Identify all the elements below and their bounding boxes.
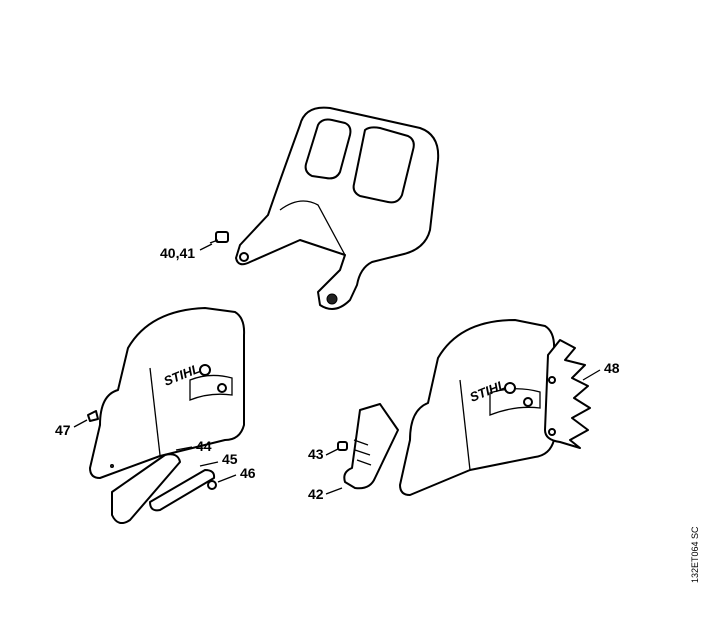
spike-bar-48: [544, 339, 591, 449]
label-48: 48: [604, 360, 620, 376]
screw-43: [337, 441, 348, 451]
label-45: 45: [222, 451, 238, 467]
sprocket-cover-left: STIHL: [89, 307, 246, 479]
label-42: 42: [308, 486, 324, 502]
hand-guard: [235, 106, 440, 310]
sprocket-cover-right: STIHL: [399, 319, 556, 496]
label-46: 46: [240, 465, 256, 481]
screw-40-41: [209, 231, 229, 244]
chain-catcher-42: [343, 403, 399, 490]
plate-44: [111, 453, 181, 525]
label-43: 43: [308, 446, 324, 462]
part-47: [87, 410, 99, 422]
label-47: 47: [55, 422, 71, 438]
label-44: 44: [196, 438, 212, 454]
reference-code: 132ET064 SC: [690, 526, 700, 583]
nut-46: [207, 480, 217, 490]
label-40-41: 40,41: [160, 245, 195, 261]
plate-45: [149, 469, 216, 512]
